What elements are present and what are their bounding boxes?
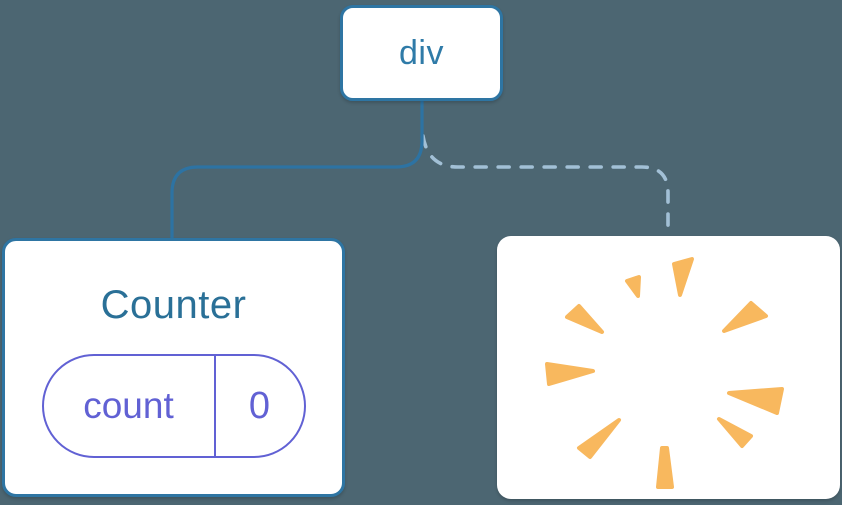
poof-icon [545, 257, 784, 489]
solid-connector-line [170, 99, 424, 242]
removed-node [497, 236, 840, 499]
counter-node-title: Counter [100, 283, 247, 327]
state-key-label: count [44, 356, 216, 456]
state-value: 0 [248, 384, 271, 427]
state-pill: count 0 [41, 354, 306, 458]
counter-node: Counter count 0 [2, 238, 345, 497]
dashed-connector-line [421, 134, 670, 239]
div-node-label: div [399, 33, 444, 72]
div-node: div [340, 5, 503, 101]
